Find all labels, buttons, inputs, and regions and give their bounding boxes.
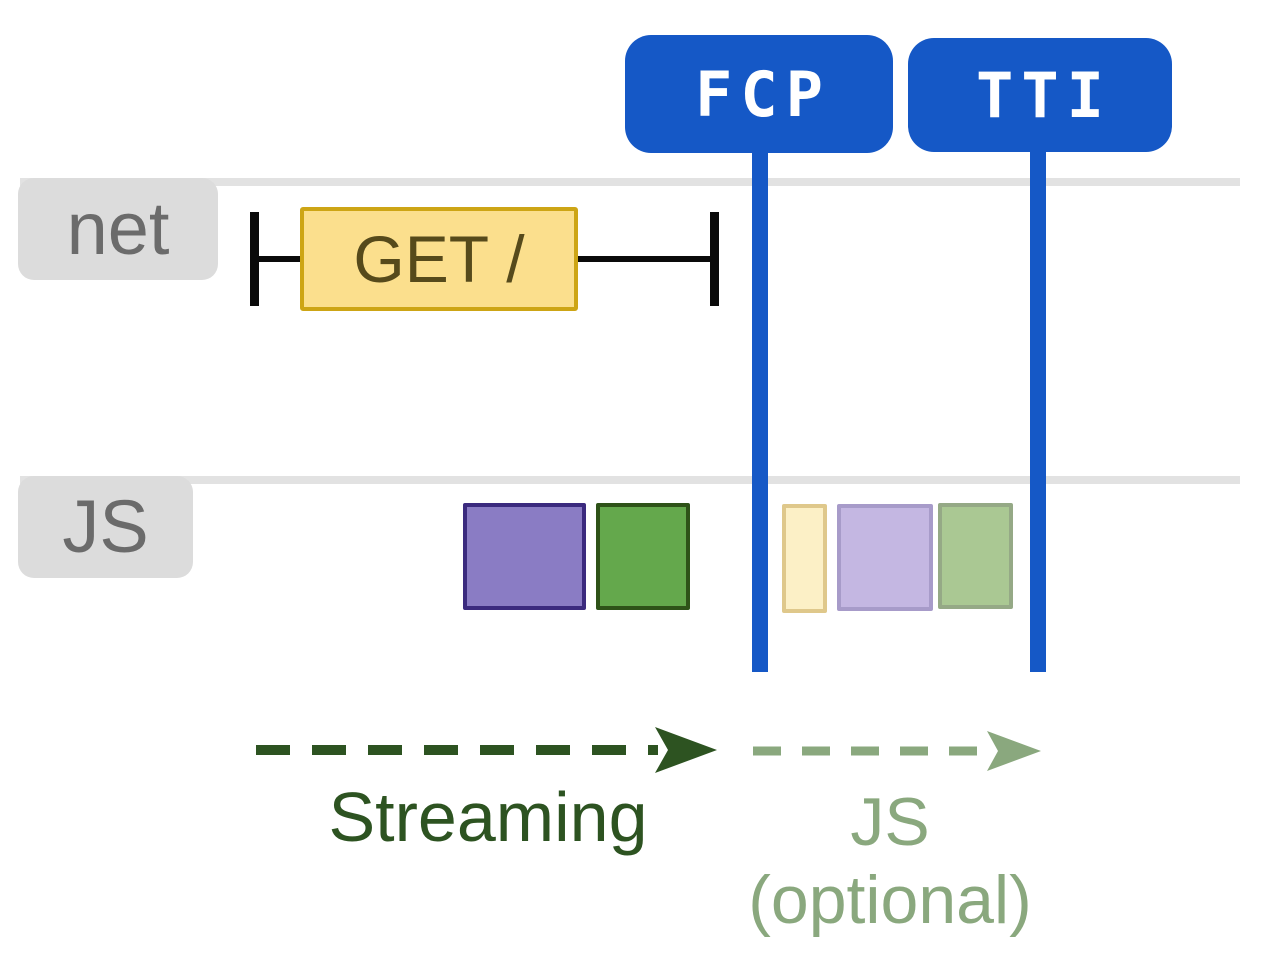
fcp-marker-line <box>752 148 768 672</box>
js-task-main-purple <box>463 503 586 610</box>
optional-sub-label: (optional) <box>748 862 1032 938</box>
fcp-badge-label: FCP <box>695 57 831 131</box>
tti-badge: TTI <box>908 38 1172 152</box>
js-task-main-green <box>596 503 690 610</box>
get-request-label: GET / <box>353 222 525 296</box>
get-request-box: GET / <box>300 207 578 311</box>
streaming-label: Streaming <box>328 778 648 856</box>
js-task-optional-green <box>938 503 1013 609</box>
tti-badge-label: TTI <box>976 58 1112 132</box>
fcp-badge: FCP <box>625 35 893 153</box>
optional-js-label: JS <box>850 784 930 860</box>
net-track-tab: net <box>18 178 218 280</box>
request-end-cap <box>710 212 719 306</box>
net-track-label: net <box>66 187 170 270</box>
js-track-label: JS <box>62 485 149 568</box>
js-track-tab: JS <box>18 476 193 578</box>
tti-marker-line <box>1030 148 1046 672</box>
js-task-optional-yellow <box>782 504 827 613</box>
js-task-optional-purple <box>837 504 933 611</box>
streaming-arrow-icon <box>256 727 717 773</box>
js-track-line <box>20 476 1240 484</box>
optional-js-arrow-icon <box>753 731 1041 771</box>
net-track-line <box>20 178 1240 186</box>
